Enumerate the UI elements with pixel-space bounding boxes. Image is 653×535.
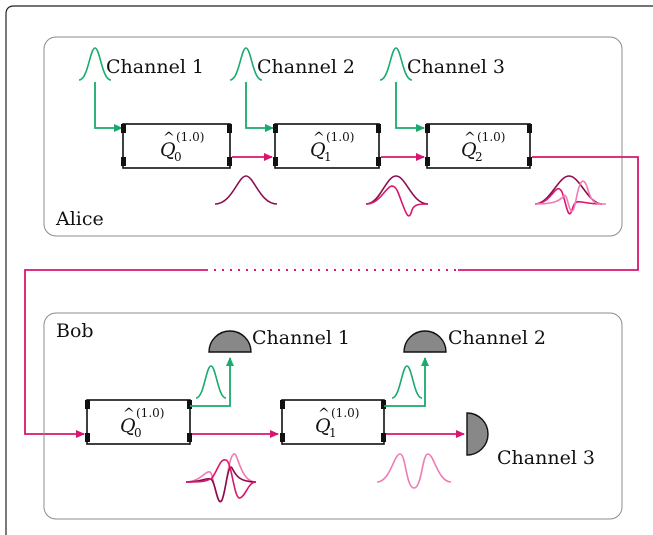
bob-detector-3 xyxy=(466,412,489,456)
alice-input-arrow-3 xyxy=(395,82,425,132)
alice-box-0-op: Q xyxy=(160,139,176,161)
bob-output-arrow-1 xyxy=(190,357,234,407)
alice-box-2-op: Q xyxy=(461,139,477,161)
bob-output-pulse-1 xyxy=(195,365,227,399)
alice-box-2: Q ^ 2 (1.0) xyxy=(425,123,532,169)
bob-box-1-op: Q xyxy=(315,415,331,437)
alice-box-2-sub: 2 xyxy=(475,150,483,164)
alice-box-0-sup: (1.0) xyxy=(176,130,204,144)
alice-label: Alice xyxy=(55,208,104,230)
bob-output-pulse-mixed xyxy=(185,453,257,503)
alice-box-1-hat: ^ xyxy=(313,130,325,146)
bob-box-0-sup: (1.0) xyxy=(136,406,164,420)
bob-output-pulse-pink xyxy=(376,453,452,489)
bob-detector-2 xyxy=(403,330,447,353)
alice-channel-3: Channel 3 xyxy=(379,47,505,81)
alice-input-pulse-2 xyxy=(229,47,263,81)
alice-box-2-sup: (1.0) xyxy=(477,130,505,144)
transmission-line-right xyxy=(458,156,639,271)
alice-input-pulse-1 xyxy=(78,47,112,81)
bob-detector-1 xyxy=(208,330,252,353)
alice-output-pulse-1 xyxy=(214,175,278,205)
bob-channel-1-label: Channel 1 xyxy=(252,327,350,349)
transmission-line-left xyxy=(24,269,208,438)
alice-input-pulse-3 xyxy=(379,47,413,81)
bob-panel xyxy=(43,312,623,520)
bob-box-1: Q ^ 1 (1.0) xyxy=(280,399,386,445)
bob-box-0: Q ^ 0 (1.0) xyxy=(85,399,192,445)
alice-channel-2: Channel 2 xyxy=(229,47,355,81)
bob-channel-3-label: Channel 3 xyxy=(497,447,595,469)
alice-box-2-hat: ^ xyxy=(464,130,476,146)
alice-output-pulse-3 xyxy=(534,175,607,215)
alice-box-1: Q ^ 1 (1.0) xyxy=(273,123,381,169)
alice-output-pulse-2 xyxy=(365,175,429,217)
bob-label: Bob xyxy=(56,320,94,342)
alice-box-0-hat: ^ xyxy=(163,130,175,146)
alice-channel-1: Channel 1 xyxy=(78,47,204,81)
bob-box-0-hat: ^ xyxy=(123,406,135,422)
alice-box-1-sup: (1.0) xyxy=(326,130,354,144)
alice-channel-3-label: Channel 3 xyxy=(407,56,505,78)
alice-input-arrow-1 xyxy=(94,82,123,132)
bob-box-1-sup: (1.0) xyxy=(331,406,359,420)
alice-box-1-op: Q xyxy=(310,139,326,161)
alice-input-arrow-2 xyxy=(245,82,274,132)
outer-frame xyxy=(5,5,653,535)
alice-box-0: Q ^ 0 (1.0) xyxy=(121,123,232,169)
bob-box-1-sub: 1 xyxy=(329,426,337,440)
alice-panel xyxy=(43,36,623,237)
alice-box-0-sub: 0 xyxy=(174,150,182,164)
alice-box-1-sub: 1 xyxy=(324,150,332,164)
bob-channel-2-label: Channel 2 xyxy=(448,327,546,349)
bob-box-1-hat: ^ xyxy=(318,406,330,422)
bob-box-0-sub: 0 xyxy=(134,426,142,440)
bob-output-arrow-2 xyxy=(384,357,429,407)
alice-channel-1-label: Channel 1 xyxy=(106,56,204,78)
bob-output-pulse-2 xyxy=(391,365,423,399)
alice-channel-2-label: Channel 2 xyxy=(257,56,355,78)
bob-box-0-op: Q xyxy=(120,415,136,437)
